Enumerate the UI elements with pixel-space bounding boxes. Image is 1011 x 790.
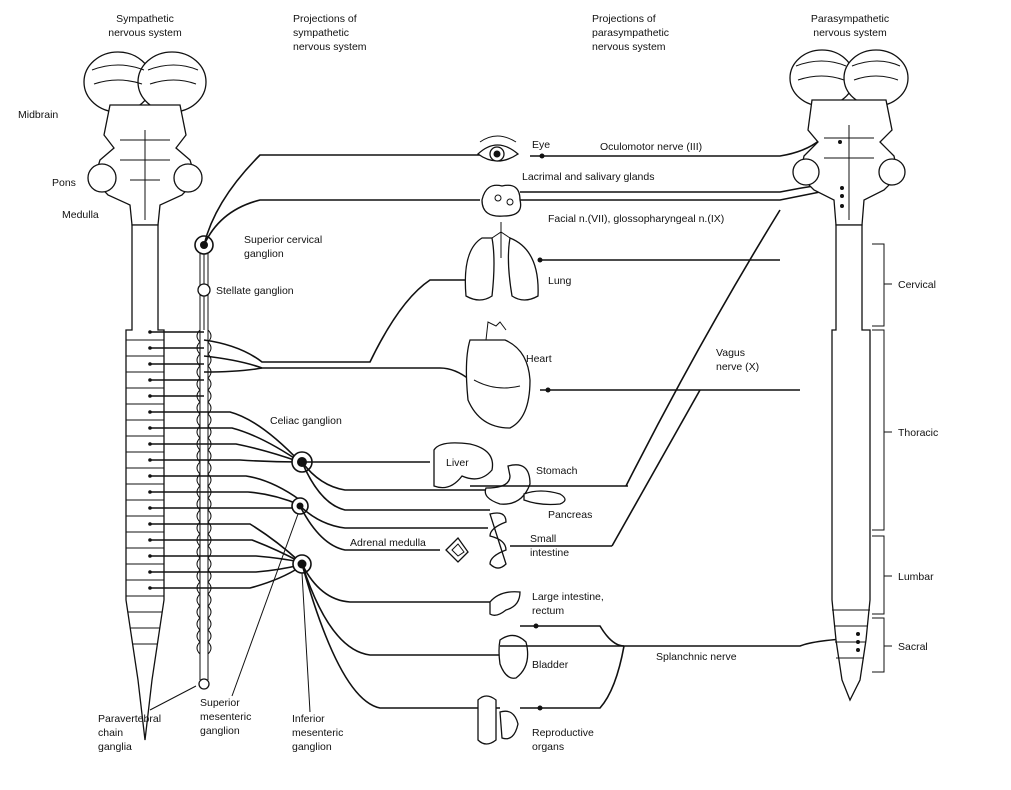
header-projections-parasympathetic: Projections of parasympathetic nervous s… [592,13,669,53]
label-bladder: Bladder [532,659,569,671]
cord-region-brackets [872,243,892,673]
svg-text:Reproductive: Reproductive [532,727,594,739]
label-superior-cervical-ganglion: Superior cervical ganglion [244,234,322,260]
svg-text:Superior: Superior [200,697,240,709]
label-stomach: Stomach [536,465,578,477]
svg-text:mesenteric: mesenteric [200,711,251,723]
sympathetic-preganglionic-fibers [150,331,301,589]
eye-organ [476,135,520,162]
label-lung: Lung [548,275,572,287]
svg-text:nervous system: nervous system [108,27,182,39]
svg-text:ganglion: ganglion [244,248,284,260]
svg-text:nervous system: nervous system [813,27,887,39]
heart-organ [465,321,531,429]
svg-text:Superior cervical: Superior cervical [244,234,322,246]
label-thoracic: Thoracic [898,427,938,439]
svg-text:chain: chain [98,727,123,739]
pancreas-organ [523,490,566,506]
label-sacral: Sacral [898,641,928,653]
label-liver: Liver [446,457,469,469]
header-sympathetic: Sympathetic nervous system [108,13,182,39]
svg-text:ganglion: ganglion [200,725,240,737]
bladder-organ [498,634,529,679]
label-pons: Pons [52,177,76,189]
svg-text:Small: Small [530,533,556,545]
label-superior-mesenteric-ganglion: Superior mesenteric ganglion [200,697,251,737]
svg-text:ganglia: ganglia [98,741,132,753]
svg-text:Parasympathetic: Parasympathetic [811,13,889,25]
label-paravertebral-chain-ganglia: Paravertebral chain ganglia [98,713,161,753]
svg-text:parasympathetic: parasympathetic [592,27,669,39]
label-adrenal-medulla: Adrenal medulla [350,537,426,549]
label-splanchnic-nerve: Splanchnic nerve [656,651,737,663]
sympathetic-brainstem [83,51,207,226]
svg-text:organs: organs [532,741,564,753]
sympathetic-spinal-cord [125,224,165,741]
label-oculomotor-nerve: Oculomotor nerve (III) [600,141,702,153]
large-intestine-organ [489,591,521,616]
label-pancreas: Pancreas [548,509,592,521]
parasympathetic-brainstem [789,49,909,226]
label-medulla: Medulla [62,209,99,221]
label-lacrimal-salivary-glands: Lacrimal and salivary glands [522,171,654,183]
label-cervical: Cervical [898,279,936,291]
svg-text:ganglion: ganglion [292,741,332,753]
parasympathetic-spinal-cord [831,224,871,702]
svg-text:nervous system: nervous system [293,41,367,53]
svg-text:nervous system: nervous system [592,41,666,53]
svg-text:Large intestine,: Large intestine, [532,591,604,603]
label-eye: Eye [532,139,550,151]
lung-organ [464,222,539,301]
svg-text:mesenteric: mesenteric [292,727,343,739]
label-facial-glossopharyngeal-nerve: Facial n.(VII), glossopharyngeal n.(IX) [548,213,724,225]
label-small-intestine: Small intestine [530,533,569,559]
sympathetic-postganglionic-fibers [203,154,505,709]
svg-text:nerve (X): nerve (X) [716,361,759,373]
reproductive-organs-organ [477,695,519,745]
label-reproductive-organs: Reproductive organs [532,727,594,753]
svg-text:Vagus: Vagus [716,347,745,359]
adrenal-medulla-organ [445,536,469,563]
svg-text:Sympathetic: Sympathetic [116,13,174,25]
stellate-ganglion [197,283,211,297]
label-vagus-nerve: Vagus nerve (X) [716,347,759,373]
lacrimal-salivary-glands-organ [481,184,522,217]
svg-text:rectum: rectum [532,605,564,617]
liver-organ [433,442,494,489]
label-midbrain: Midbrain [18,109,58,121]
label-heart: Heart [526,353,552,365]
label-inferior-mesenteric-ganglion: Inferior mesenteric ganglion [292,713,343,753]
header-projections-sympathetic: Projections of sympathetic nervous syste… [293,13,367,53]
svg-text:intestine: intestine [530,547,569,559]
svg-text:Projections of: Projections of [592,13,656,25]
label-celiac-ganglion: Celiac ganglion [270,415,342,427]
label-large-intestine-rectum: Large intestine, rectum [532,591,604,617]
svg-text:Inferior: Inferior [292,713,325,725]
label-stellate-ganglion: Stellate ganglion [216,285,294,297]
svg-text:sympathetic: sympathetic [293,27,349,39]
header-parasympathetic: Parasympathetic nervous system [811,13,889,39]
parasympathetic-fibers [470,139,861,709]
parasympathetic-ganglion-dots [533,153,551,711]
small-intestine-organ [489,512,507,569]
svg-text:Projections of: Projections of [293,13,357,25]
label-lumbar: Lumbar [898,571,934,583]
svg-text:Paravertebral: Paravertebral [98,713,161,725]
